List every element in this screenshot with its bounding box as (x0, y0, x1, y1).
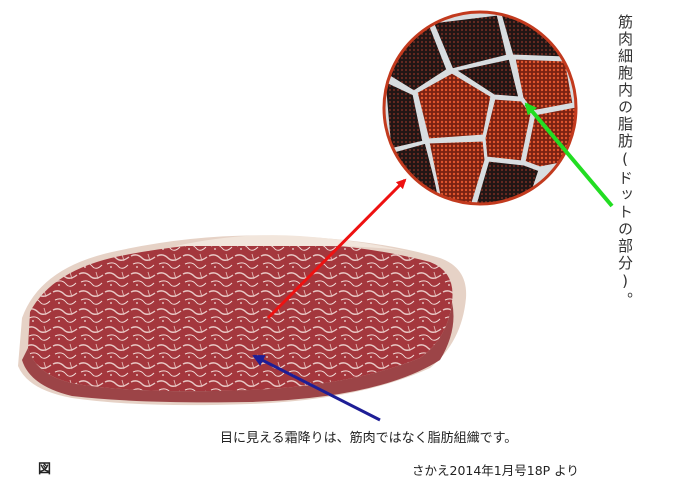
figure-label: 図 (38, 458, 51, 477)
fat-in-muscle-cells-label: 筋肉細胞内の脂肪(ドットの部分)。 (616, 14, 634, 309)
magnified-cells (380, 8, 580, 208)
marbling-caption: 目に見える霜降りは、筋肉ではなく脂肪組織です。 (220, 427, 517, 446)
steak-top-surface (28, 242, 453, 391)
source-note: さかえ2014年1月号18P より (412, 460, 579, 479)
steak-image (18, 235, 466, 405)
